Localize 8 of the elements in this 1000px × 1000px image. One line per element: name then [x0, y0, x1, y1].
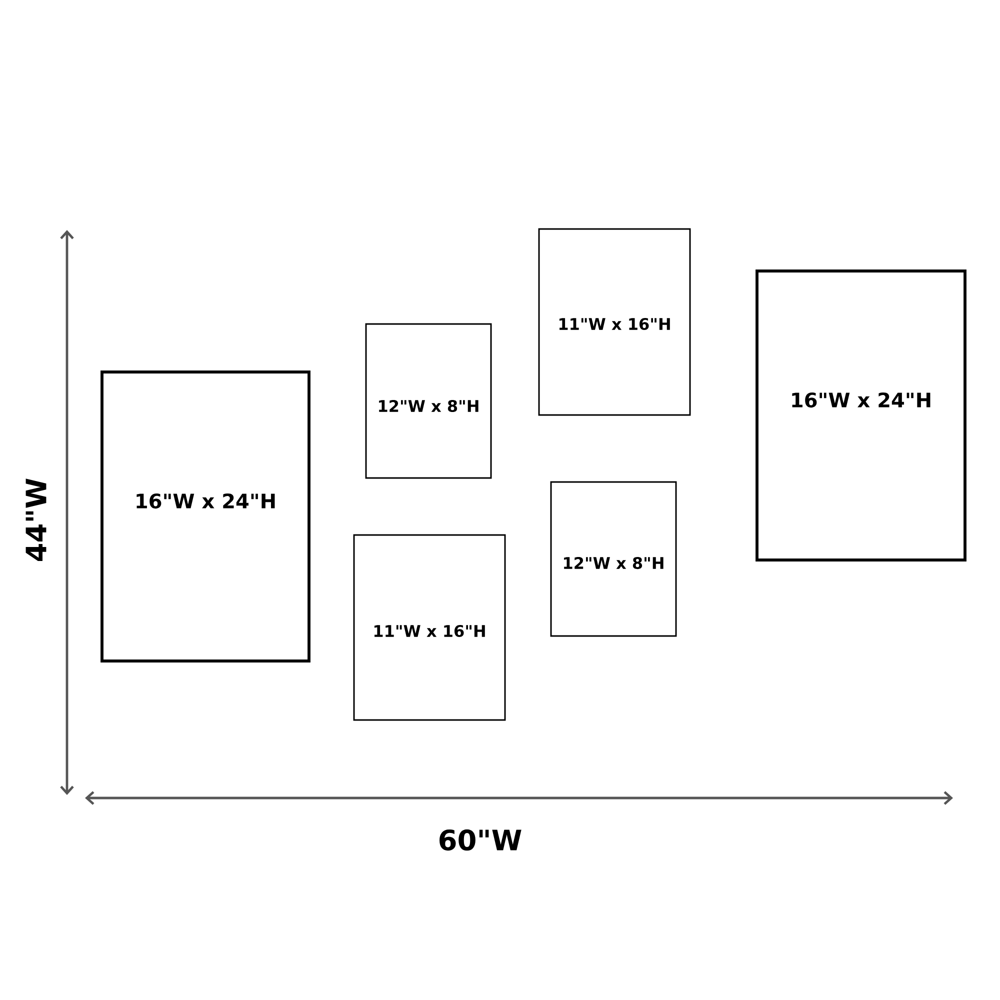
frame-box: 11"W x 16"H: [538, 228, 691, 416]
frame-box: 16"W x 24"H: [756, 270, 966, 562]
dimension-label: 44"W: [26, 478, 46, 561]
frame-box: 12"W x 8"H: [550, 481, 677, 637]
frame-box: 16"W x 24"H: [100, 370, 310, 662]
dimension-label: 60"W: [440, 829, 522, 851]
frame-box: 12"W x 8"H: [365, 323, 492, 479]
frame-box: 11"W x 16"H: [353, 534, 506, 721]
